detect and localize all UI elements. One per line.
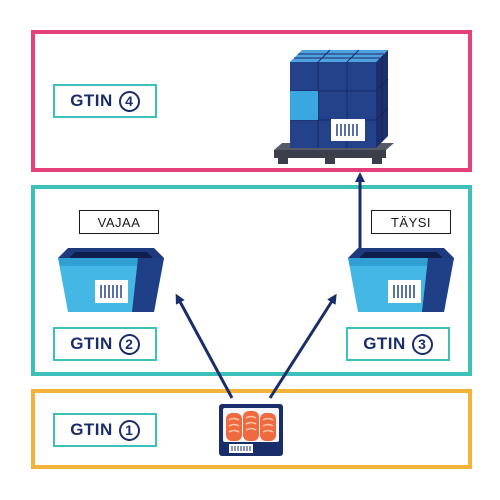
partial-crate-tag: VAJAA [79,210,159,234]
crate-icon-left [58,248,164,312]
gtin-text: GTIN [363,334,406,353]
gtin-number-badge: 1 [118,419,140,441]
arrow-to-crate-left [175,293,234,399]
gtin-number-badge: 2 [118,333,140,355]
pallet-icon [274,49,394,164]
level-frame-pallet [31,30,472,172]
crate-icon-right [348,248,454,312]
gtin-label-1: GTIN 1 [53,413,157,447]
gtin-label-2: GTIN 2 [53,327,157,361]
gtin-label-3: GTIN 3 [346,327,450,361]
full-crate-tag: TÄYSI [371,210,451,234]
gtin-text: GTIN [70,334,113,353]
level-frame-consumer [31,389,472,469]
gtin-text: GTIN [70,91,113,110]
level-frame-crates [31,185,472,376]
arrow-to-crate-right [268,293,337,399]
salmon-package-icon [219,404,283,456]
gtin-number-badge: 4 [118,90,140,112]
gtin-label-4: GTIN 4 [53,84,157,118]
gtin-number-badge: 3 [411,333,433,355]
gtin-text: GTIN [70,420,113,439]
